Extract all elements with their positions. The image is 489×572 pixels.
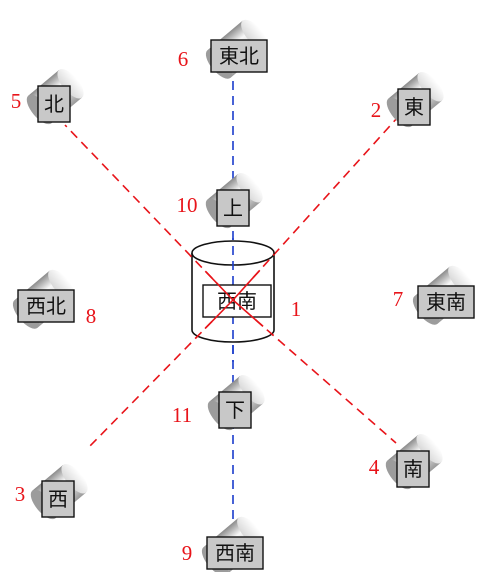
node-number-n2: 2: [371, 98, 382, 122]
node-number-n8: 8: [86, 304, 97, 328]
node-label-n7: 東南: [426, 290, 466, 314]
link-n5: [64, 124, 234, 301]
node-box-n3: [41, 480, 75, 518]
node-number-n3: 3: [15, 482, 26, 506]
node-box-n5: [37, 85, 71, 123]
node-label-n11: 下: [225, 398, 245, 422]
node-box-n7: [417, 285, 475, 319]
node-number-n6: 6: [178, 47, 189, 71]
node-number-n4: 4: [369, 455, 380, 479]
node-number-n11: 11: [172, 403, 192, 427]
node-box-n2: [397, 88, 431, 126]
node-label-n9: 西南: [215, 541, 255, 565]
link-n2: [232, 106, 408, 301]
node-box-n11: [218, 391, 252, 429]
node-box-n4: [396, 450, 430, 488]
node-box-n9: [206, 536, 264, 570]
node-label-n2: 東: [404, 95, 424, 119]
node-label-n6: 東北: [219, 44, 259, 68]
node-labels: 東2 西3 南4 北5 東北 6 東南 7 西北 8 西南 9 上 10 下 11: [11, 39, 475, 570]
node-number-n9: 9: [182, 541, 193, 565]
node-label-n3: 西: [48, 487, 68, 511]
node-label-n5: 北: [44, 92, 64, 116]
node-box-n8: [17, 289, 75, 323]
node-label-n10: 上: [223, 196, 243, 220]
node-number-n5: 5: [11, 89, 22, 113]
node-box-n10: [216, 189, 250, 227]
node-label-n8: 西北: [26, 294, 66, 318]
center-label-box: [202, 284, 272, 318]
node-number-n7: 7: [393, 287, 404, 311]
center-number: 1: [291, 297, 302, 321]
node-number-n10: 10: [177, 193, 198, 217]
node-label-n4: 南: [403, 457, 423, 481]
node-box-n6: [210, 39, 268, 73]
